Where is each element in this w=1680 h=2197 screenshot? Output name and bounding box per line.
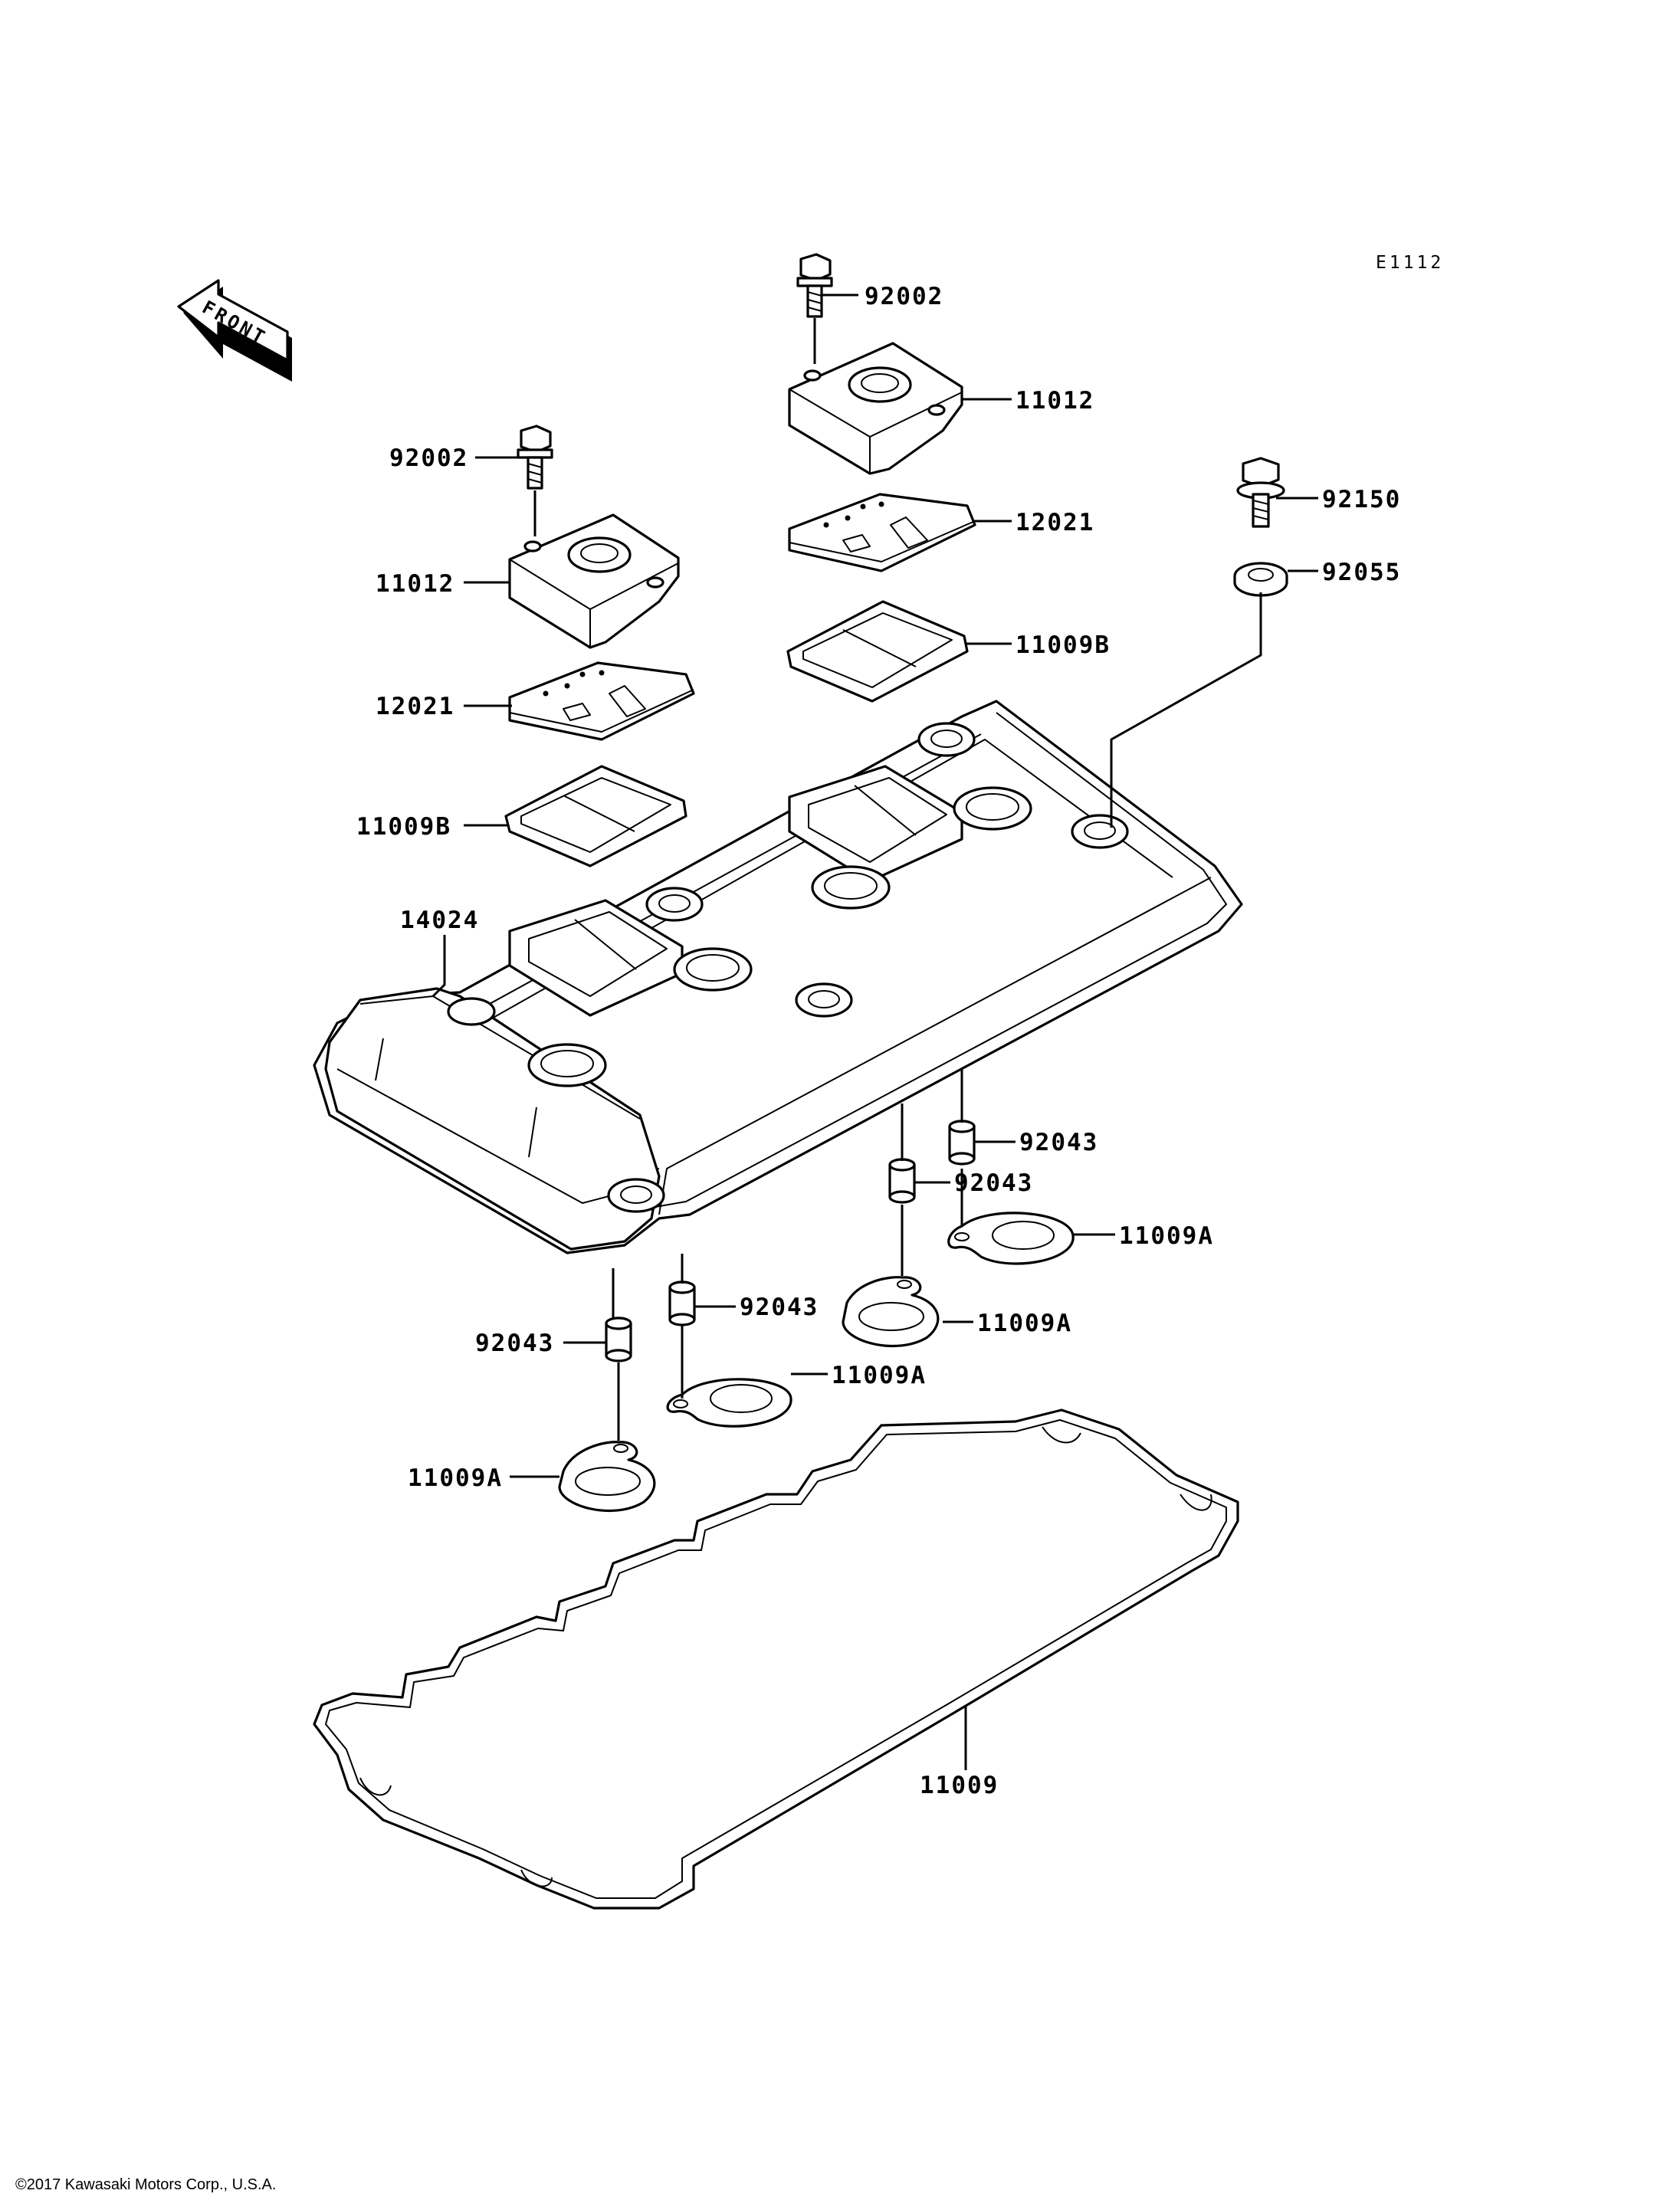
label-dowel-2[interactable]: 92043 [954,1169,1033,1197]
main-gasket-drawing [313,1408,1239,1910]
label-dowel-4[interactable]: 92043 [475,1330,554,1357]
label-washer[interactable]: 92055 [1322,559,1401,586]
label-plate-right[interactable]: 12021 [1016,509,1094,536]
label-dowel-1[interactable]: 92043 [1019,1129,1098,1156]
label-cover-left[interactable]: 11012 [376,570,454,598]
label-dowel-3[interactable]: 92043 [740,1294,819,1321]
part-labels: 92002 11012 12021 11009B 92002 11012 120… [356,283,1401,1799]
front-arrow-icon: FRONT [177,279,292,382]
head-cover-drawing [313,700,1243,1254]
flange-bolt-icon [1236,457,1285,528]
label-gasket-a-4[interactable]: 11009A [408,1464,503,1492]
label-plate-left[interactable]: 12021 [376,693,454,720]
copyright-text: ©2017 Kawasaki Motors Corp., U.S.A. [15,2176,276,2193]
washer-icon [1233,562,1288,597]
label-bolt-right[interactable]: 92002 [865,283,943,310]
label-gasket-a-2[interactable]: 11009A [977,1310,1072,1337]
label-gasket-a-3[interactable]: 11009A [832,1362,927,1389]
label-gasket-main[interactable]: 11009 [920,1772,999,1799]
label-head-cover[interactable]: 14024 [400,907,479,934]
dowel-icons [605,1120,976,1362]
diagram-code: E1112 [1376,253,1444,273]
bolt-right-icon [796,253,833,318]
label-bolt-left[interactable]: 92002 [389,444,468,472]
plug-holes [447,722,1129,1213]
leader-lines [431,293,1318,1770]
ring-gasket-icons [558,1212,1075,1513]
label-gasket-a-1[interactable]: 11009A [1119,1222,1214,1250]
label-cover-right[interactable]: 11012 [1016,387,1094,415]
bolt-left-icon [517,425,553,490]
label-gasket-b-right[interactable]: 11009B [1016,631,1111,659]
label-gasket-b-left[interactable]: 11009B [356,813,451,841]
left-valve-cover-stack [504,425,695,867]
label-flange-bolt[interactable]: 92150 [1322,486,1401,513]
right-valve-cover-stack [786,253,976,703]
